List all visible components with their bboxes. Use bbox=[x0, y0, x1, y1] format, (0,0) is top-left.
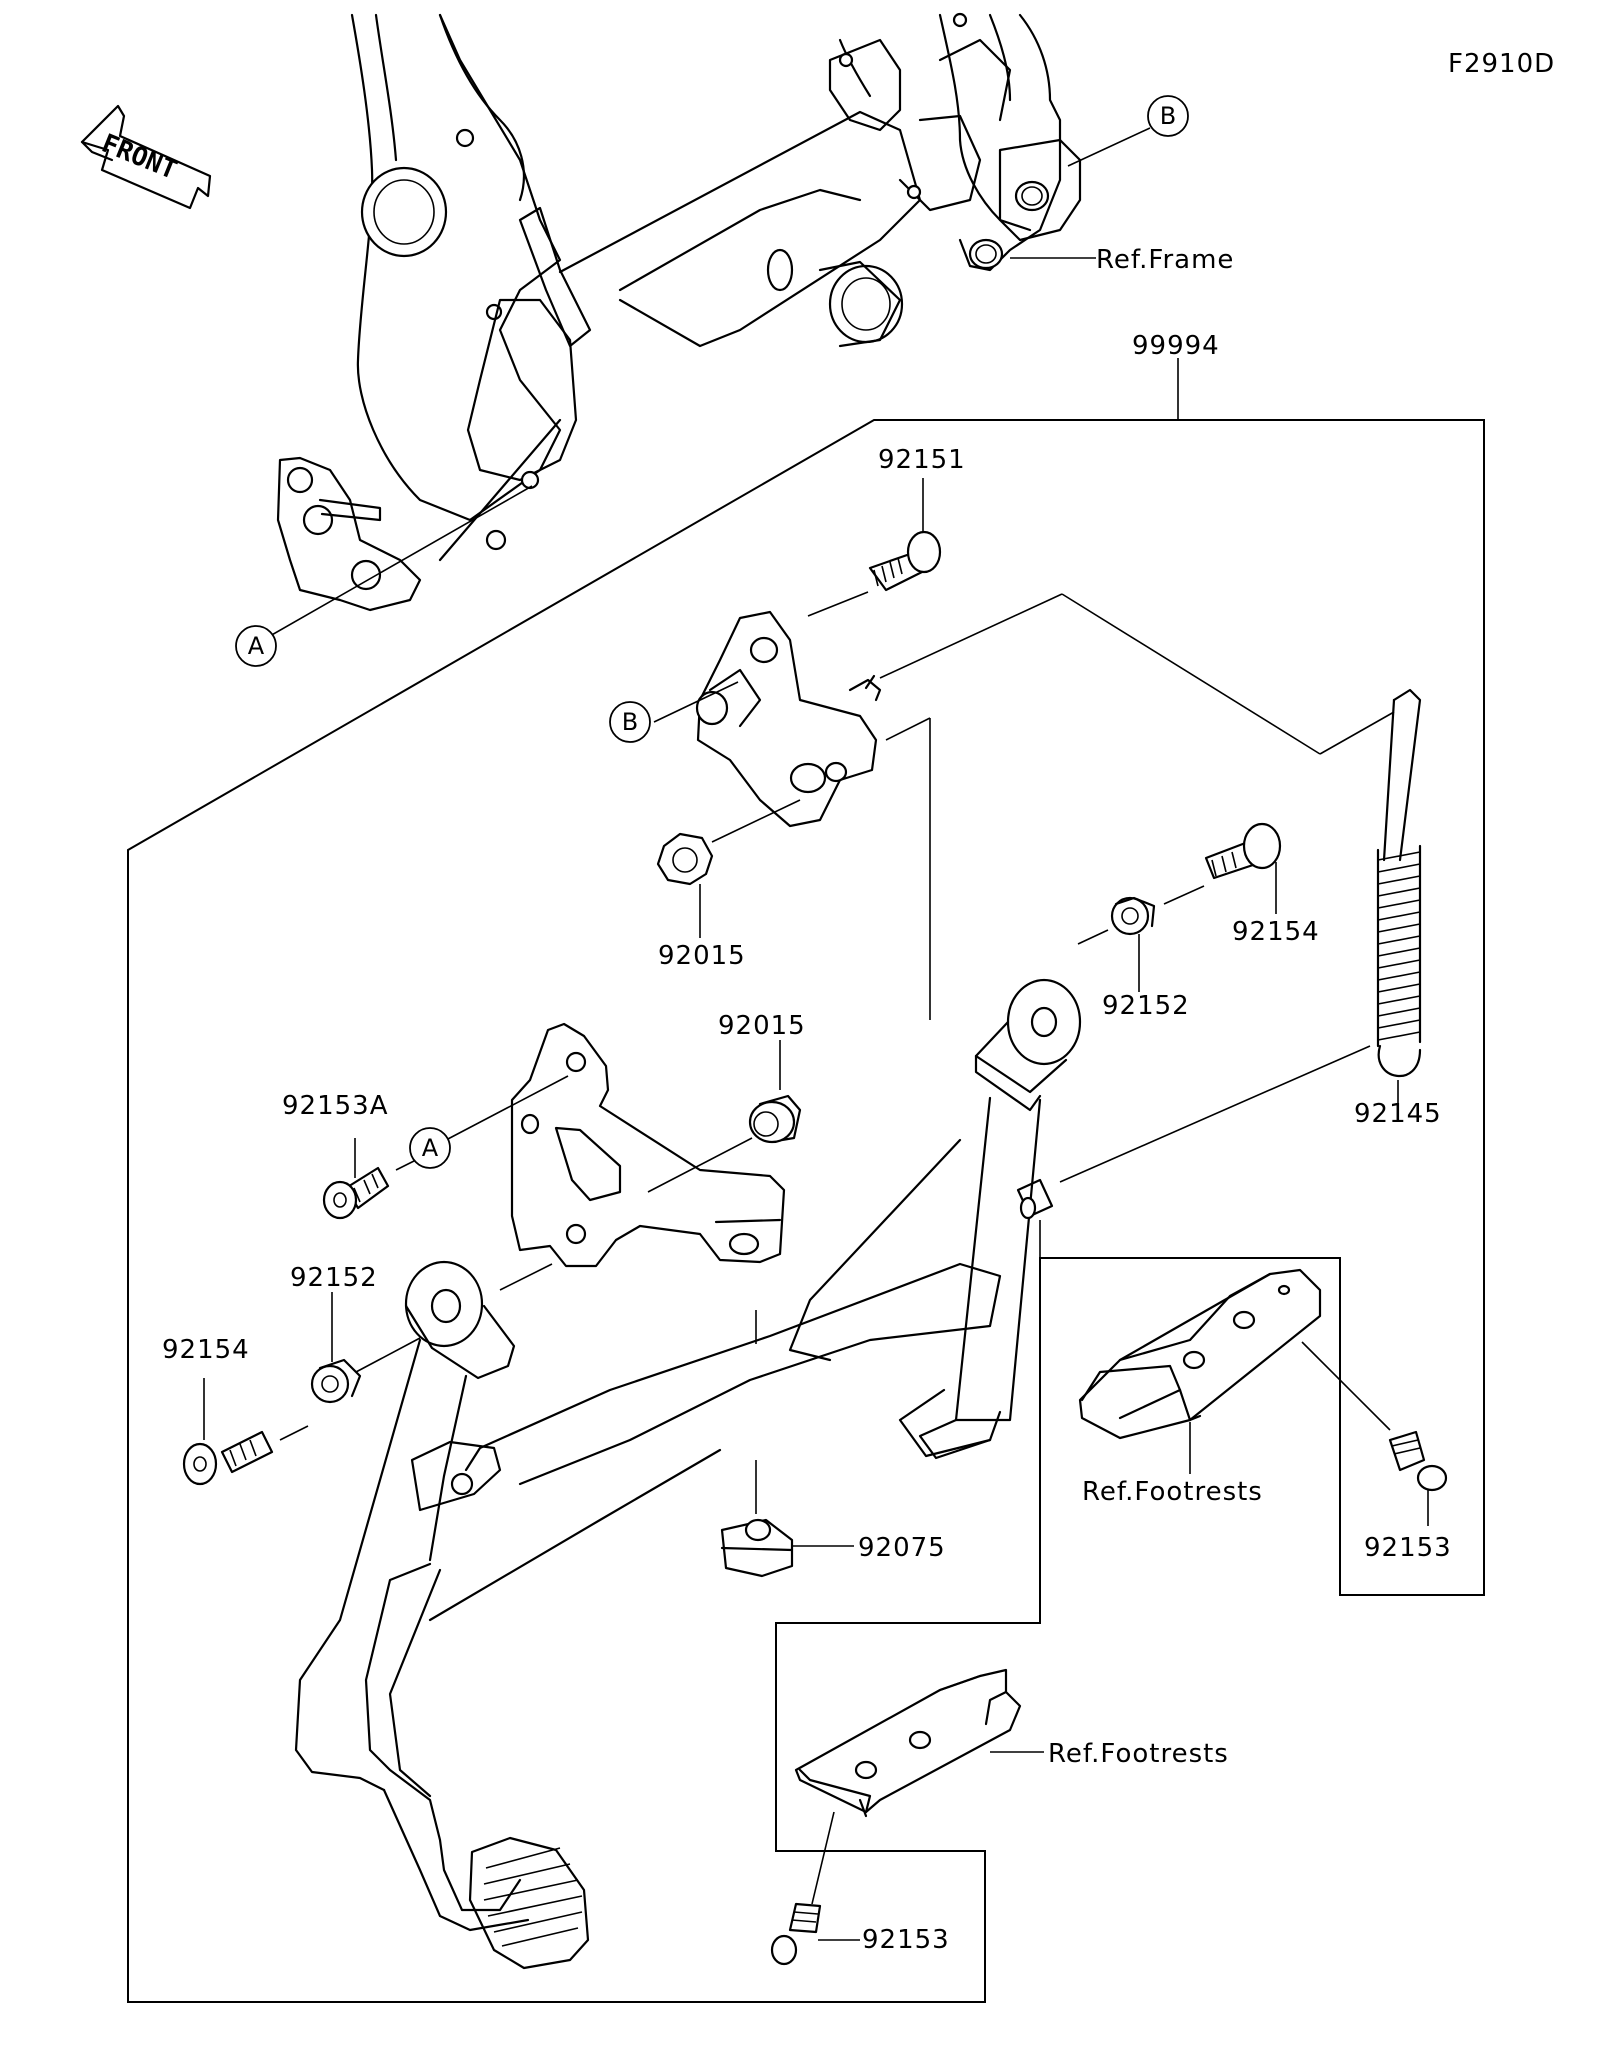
front-label: FRONT bbox=[97, 129, 181, 186]
mount-bracket-a bbox=[510, 1022, 786, 1268]
nut-92015-upper bbox=[656, 832, 714, 886]
kit-box bbox=[127, 419, 1485, 2003]
label-collar-right: 92152 bbox=[1102, 991, 1190, 1021]
collar-92152-right bbox=[1110, 896, 1156, 936]
spring-pin bbox=[1016, 1178, 1054, 1220]
label-ref-footrests-right: Ref.Footrests bbox=[1082, 1477, 1263, 1507]
mount-bracket-b bbox=[695, 610, 882, 828]
label-kit: 99994 bbox=[1132, 331, 1220, 361]
label-bolt-left: 92154 bbox=[162, 1335, 250, 1365]
label-rubber-stop: 92075 bbox=[858, 1533, 946, 1563]
label-bolt-a: 92153A bbox=[282, 1091, 389, 1121]
label-bolt-top: 92151 bbox=[878, 445, 966, 475]
label-bolt-right: 92154 bbox=[1232, 917, 1320, 947]
callout-a-top: A bbox=[248, 632, 265, 660]
bolt-92153a bbox=[322, 1166, 390, 1220]
label-spring: 92145 bbox=[1354, 1099, 1442, 1129]
label-nut-upper: 92015 bbox=[658, 941, 746, 971]
footrest-right bbox=[1078, 1268, 1322, 1440]
front-arrow-icon: FRONT bbox=[80, 104, 212, 210]
stand-left-leg bbox=[294, 1260, 1002, 1970]
label-ref-frame: Ref.Frame bbox=[1096, 245, 1234, 275]
figure-code: F2910D bbox=[1448, 49, 1555, 79]
bolt-92154-left bbox=[182, 1430, 274, 1486]
spring-92145 bbox=[1376, 688, 1422, 1077]
collar-92152-left bbox=[310, 1358, 362, 1404]
bolt-92151 bbox=[868, 530, 942, 592]
footrest-lower bbox=[794, 1668, 1022, 1818]
label-collar-left: 92152 bbox=[290, 1263, 378, 1293]
label-nut-mid: 92015 bbox=[718, 1011, 806, 1041]
callout-a-kit: A bbox=[422, 1134, 439, 1162]
peg-92153-right bbox=[1388, 1430, 1448, 1492]
peg-92153-lower bbox=[770, 1902, 822, 1966]
callout-b-top: B bbox=[1160, 102, 1176, 130]
nut-92015-mid bbox=[748, 1094, 802, 1144]
bolt-92154-right bbox=[1204, 822, 1282, 880]
frame-outline bbox=[276, 12, 1082, 612]
rubber-stop-92075 bbox=[720, 1518, 794, 1578]
callout-b-kit: B bbox=[622, 708, 638, 736]
label-peg-lower: 92153 bbox=[862, 1925, 950, 1955]
stand-right-leg bbox=[788, 978, 1082, 1460]
label-peg-right: 92153 bbox=[1364, 1533, 1452, 1563]
label-ref-footrests-lower: Ref.Footrests bbox=[1048, 1739, 1229, 1769]
